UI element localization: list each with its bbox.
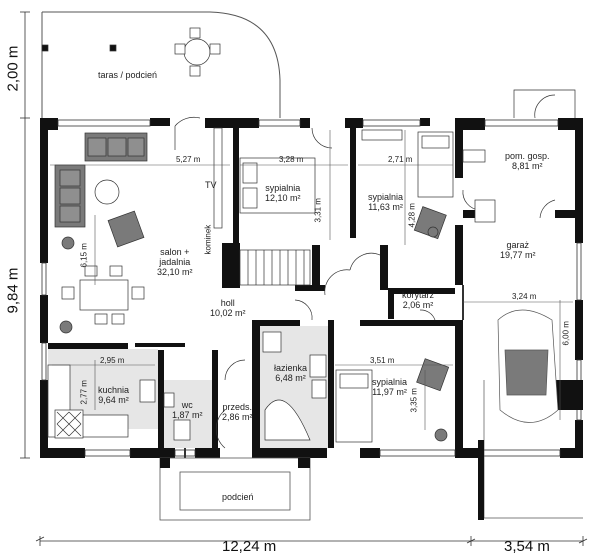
dim-328: 3,28 m: [279, 155, 304, 164]
dim-garage-width: 3,54 m: [504, 538, 550, 555]
room-wc-name: wc: [181, 400, 193, 410]
dim-324: 3,24 m: [512, 292, 537, 301]
dim-428: 4,28 m: [407, 203, 417, 228]
room-bed3-area: 11,97 m²: [372, 387, 407, 397]
dim-527: 5,27 m: [176, 155, 201, 164]
room-vestibule: przeds. 2,86 m²: [222, 402, 253, 422]
tv-label: TV: [205, 180, 217, 190]
room-utility-name: pom. gosp.: [505, 151, 550, 161]
room-kitchen-name: kuchnia: [98, 385, 130, 395]
room-hall: holl 10,02 m²: [210, 298, 246, 318]
room-living-name2: jadalnia: [159, 257, 191, 267]
dim-351: 3,51 m: [370, 356, 395, 365]
room-garage-name: garaż: [506, 240, 530, 250]
room-bathroom-area: 6,48 m²: [275, 373, 306, 383]
dim-terrace-height: 2,00 m: [4, 45, 22, 92]
dim-331: 3,31 m: [313, 198, 323, 223]
room-bed1-area: 12,10 m²: [265, 193, 301, 203]
furniture: [41, 27, 559, 443]
room-living: salon + jadalnia 32,10 m²: [157, 247, 193, 277]
room-porch-name: podcień: [222, 492, 254, 502]
room-garage-area: 19,77 m²: [500, 250, 536, 260]
windows: [41, 119, 582, 457]
room-hall-name: holl: [220, 298, 235, 308]
dim-295: 2,95 m: [100, 356, 125, 365]
room-kitchen: kuchnia 9,64 m²: [98, 385, 129, 405]
porch: [159, 457, 311, 521]
room-bed1: sypialnia 12,10 m²: [265, 183, 301, 203]
dim-600: 6,00 m: [561, 321, 571, 346]
room-hall-area: 10,02 m²: [210, 308, 246, 318]
room-utility-area: 8,81 m²: [512, 161, 543, 171]
room-wc-area: 1,87 m²: [172, 410, 203, 420]
dim-277: 2,77 m: [79, 380, 89, 405]
room-living-name: salon +: [160, 247, 190, 257]
room-corridor-area: 2,06 m²: [402, 300, 434, 310]
walls: [40, 118, 583, 458]
dimension-lines: [20, 11, 588, 546]
room-bed2-area: 11,63 m²: [368, 202, 403, 212]
dim-615: 6,15 m: [79, 243, 89, 268]
room-garage: garaż 19,77 m²: [500, 240, 536, 260]
room-bed2: sypialnia 11,63 m²: [368, 192, 403, 212]
room-terrace-name: taras / podcień: [98, 70, 158, 80]
room-utility: pom. gosp. 8,81 m²: [505, 151, 550, 171]
room-terrace: taras / podcień: [98, 70, 157, 80]
room-corridor: korytarz 2,06 m²: [402, 290, 434, 310]
room-bathroom-name: łazienka: [274, 363, 308, 373]
room-kitchen-area: 9,64 m²: [98, 395, 129, 405]
driveway: [478, 380, 583, 520]
room-bed2-name: sypialnia: [368, 192, 404, 202]
room-vestibule-area: 2,86 m²: [222, 412, 253, 422]
dim-335: 3,35 m: [409, 388, 419, 413]
room-corridor-name: korytarz: [402, 290, 435, 300]
room-bed1-name: sypialnia: [265, 183, 301, 193]
room-wc: wc 1,87 m²: [172, 400, 203, 420]
room-bathroom: łazienka 6,48 m²: [274, 363, 307, 383]
room-vestibule-name: przeds.: [222, 402, 253, 412]
room-porch: podcień: [222, 492, 254, 502]
room-bed3-name: sypialnia: [372, 377, 408, 387]
dim-house-height: 9,84 m: [4, 267, 22, 314]
dim-271: 2,71 m: [388, 155, 413, 164]
room-bed3: sypialnia 11,97 m²: [372, 377, 407, 397]
room-living-area: 32,10 m²: [157, 267, 193, 277]
doors: [174, 89, 576, 458]
dim-house-width: 12,24 m: [222, 538, 277, 555]
fireplace-label: kominek: [203, 224, 213, 255]
interior-dimension-guides: [50, 130, 573, 430]
